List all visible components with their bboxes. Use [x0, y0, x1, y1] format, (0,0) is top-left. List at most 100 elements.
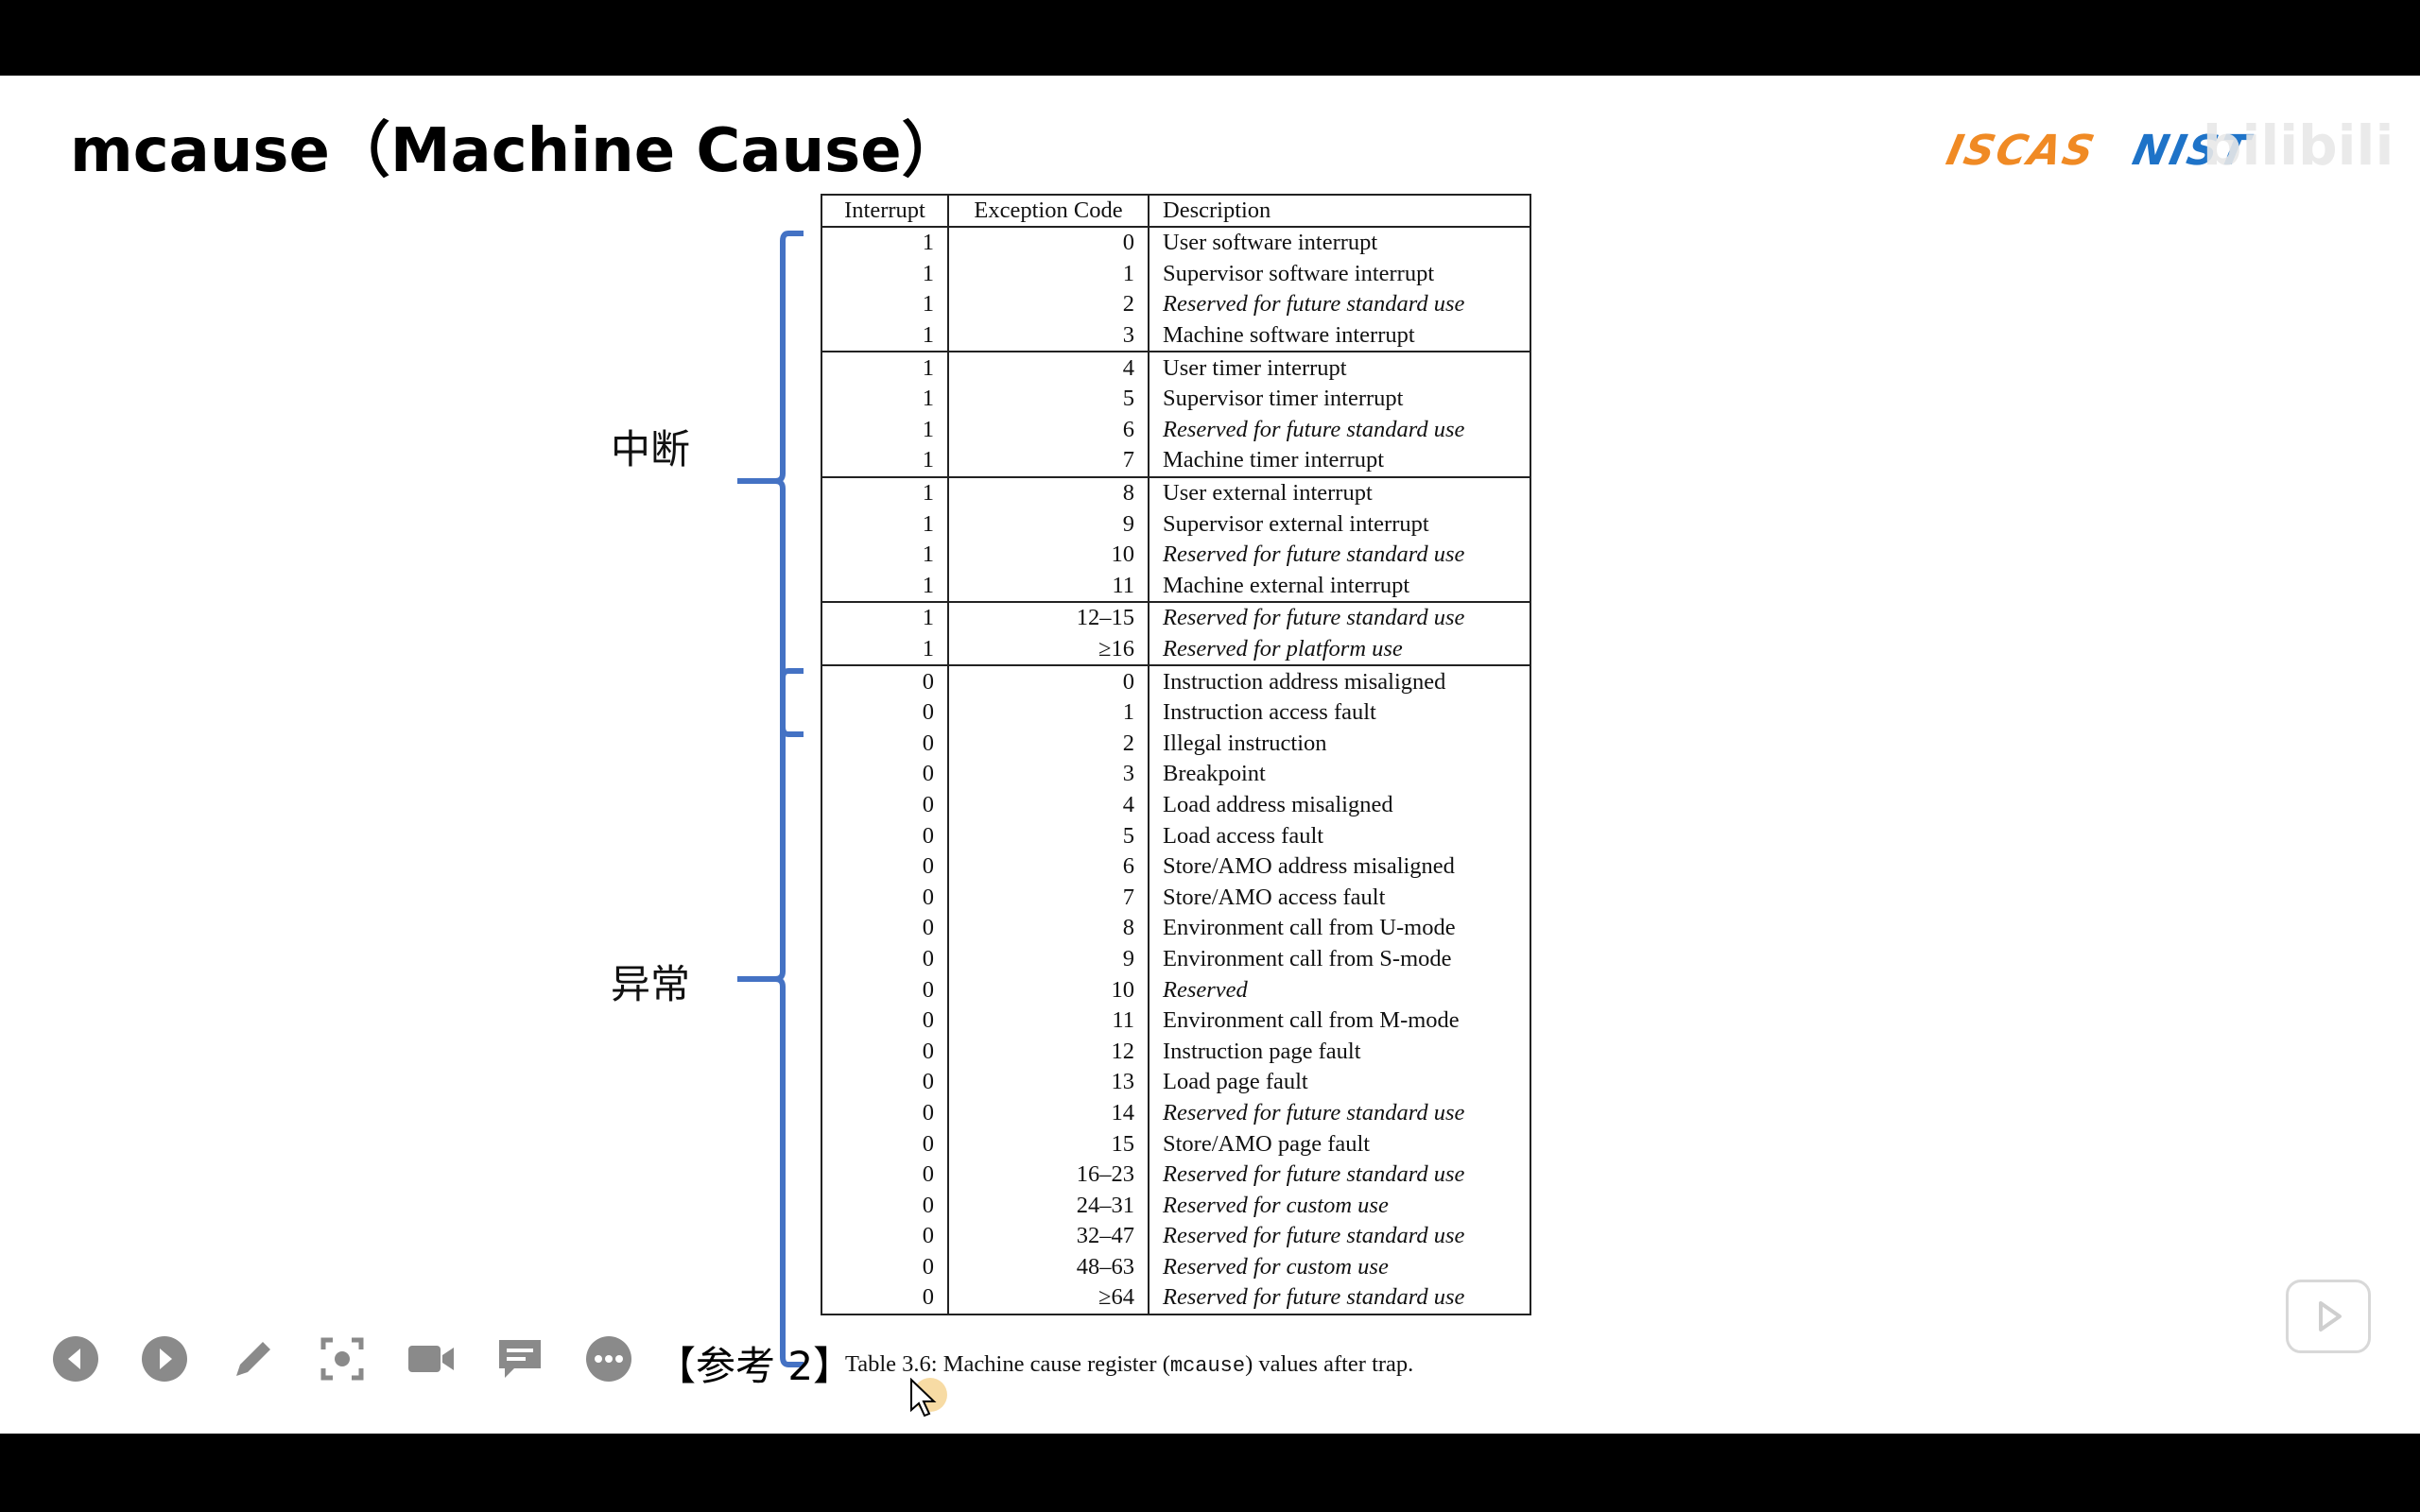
exception-code-cell: 1	[947, 696, 1150, 729]
exception-code-cell: 15	[947, 1128, 1150, 1160]
interrupt-cell: 1	[821, 258, 949, 290]
interrupt-cell: 0	[821, 789, 949, 821]
interrupt-label: 中断	[611, 426, 691, 472]
description-cell: Illegal instruction	[1148, 728, 1531, 760]
interrupt-cell: 0	[821, 1067, 949, 1098]
description-cell: Reserved for future standard use	[1148, 539, 1531, 571]
description-cell: Instruction page fault	[1148, 1036, 1531, 1068]
description-cell: Load access fault	[1148, 820, 1531, 851]
interrupt-cell: 1	[821, 414, 949, 446]
exception-code-cell: 3	[947, 319, 1150, 352]
interrupt-cell: 0	[821, 759, 949, 790]
exception-code-cell: 12	[947, 1036, 1150, 1068]
interrupt-cell: 1	[821, 445, 949, 477]
interrupt-cell: 0	[821, 820, 949, 851]
next-slide-icon[interactable]	[138, 1332, 191, 1385]
description-cell: Environment call from M-mode	[1148, 1005, 1531, 1037]
exception-code-cell: 5	[947, 383, 1150, 415]
header-interrupt: Interrupt	[821, 194, 949, 228]
pen-icon[interactable]	[227, 1332, 280, 1385]
description-cell: Store/AMO access fault	[1148, 882, 1531, 914]
description-cell: Supervisor software interrupt	[1148, 258, 1531, 290]
description-cell: Environment call from S-mode	[1148, 943, 1531, 975]
camera-icon[interactable]	[405, 1332, 458, 1385]
interrupt-cell: 0	[821, 728, 949, 760]
exception-brace	[737, 668, 804, 1367]
exception-code-cell: 4	[947, 789, 1150, 821]
interrupt-cell: 0	[821, 850, 949, 883]
interrupt-cell: 0	[821, 1282, 949, 1314]
interrupt-cell: 0	[821, 1005, 949, 1037]
interrupt-cell: 0	[821, 1128, 949, 1160]
exception-code-cell: 0	[947, 664, 1150, 697]
description-cell: Breakpoint	[1148, 759, 1531, 790]
description-cell: Load address misaligned	[1148, 789, 1531, 821]
screenshot-icon[interactable]	[316, 1332, 369, 1385]
exception-code-cell: 9	[947, 508, 1150, 540]
interrupt-cell: 0	[821, 913, 949, 944]
exception-code-cell: 11	[947, 1005, 1150, 1037]
interrupt-cell: 0	[821, 943, 949, 975]
description-cell: Reserved for future standard use	[1148, 1159, 1531, 1191]
description-cell: Environment call from U-mode	[1148, 913, 1531, 944]
exception-code-cell: 7	[947, 445, 1150, 477]
description-cell: Reserved for future standard use	[1148, 1221, 1531, 1252]
interrupt-cell: 0	[821, 696, 949, 729]
interrupt-cell: 1	[821, 570, 949, 603]
description-cell: Machine timer interrupt	[1148, 445, 1531, 477]
description-cell: User timer interrupt	[1148, 351, 1531, 384]
exception-code-cell: 10	[947, 974, 1150, 1005]
interrupt-cell: 1	[821, 508, 949, 540]
exception-code-cell: 12–15	[947, 601, 1150, 634]
description-cell: Reserved for future standard use	[1148, 1097, 1531, 1129]
exception-code-cell: ≥64	[947, 1282, 1150, 1314]
interrupt-cell: 1	[821, 383, 949, 415]
description-cell: Reserved	[1148, 974, 1531, 1005]
exception-code-cell: 2	[947, 728, 1150, 760]
interrupt-cell: 1	[821, 351, 949, 384]
comment-icon[interactable]	[493, 1332, 546, 1385]
exception-code-cell: 9	[947, 943, 1150, 975]
bilibili-watermark: bilibili	[2203, 113, 2394, 178]
slide-title: mcause（Machine Cause）	[70, 116, 962, 186]
video-play-button[interactable]	[2286, 1280, 2371, 1353]
interrupt-cell: 1	[821, 289, 949, 320]
description-cell: Machine external interrupt	[1148, 570, 1531, 603]
exception-code-cell: 2	[947, 289, 1150, 320]
exception-code-cell: 10	[947, 539, 1150, 571]
caption-code: mcause	[1169, 1354, 1246, 1378]
interrupt-cell: 0	[821, 1221, 949, 1252]
more-icon[interactable]	[582, 1332, 635, 1385]
description-cell: Reserved for future standard use	[1148, 414, 1531, 446]
caption-suffix: ) values after trap.	[1245, 1351, 1414, 1377]
table-caption: Table 3.6: Machine cause register (mcaus…	[845, 1351, 1413, 1378]
previous-slide-icon[interactable]	[49, 1332, 102, 1385]
description-cell: Store/AMO page fault	[1148, 1128, 1531, 1160]
description-cell: Store/AMO address misaligned	[1148, 850, 1531, 883]
